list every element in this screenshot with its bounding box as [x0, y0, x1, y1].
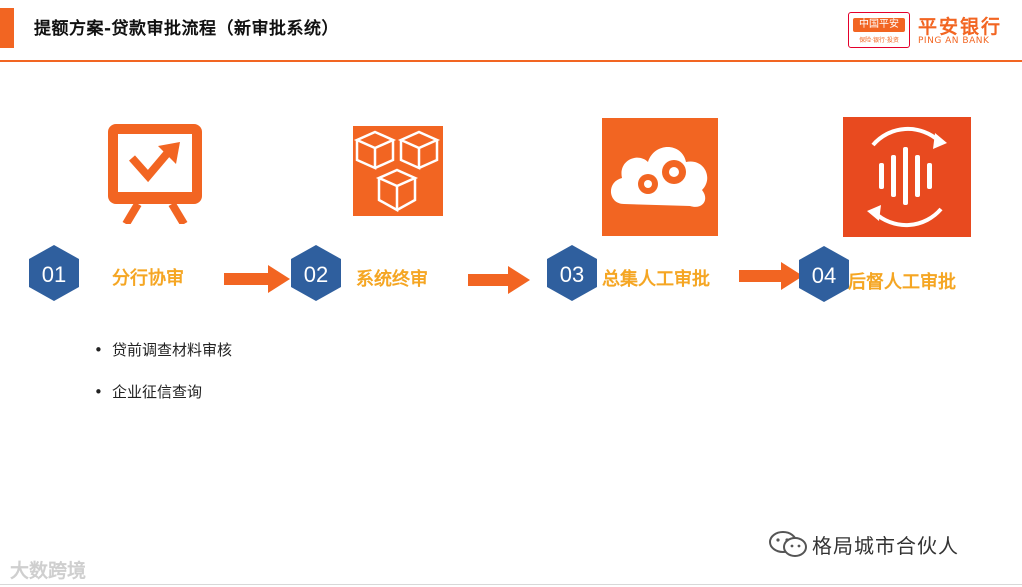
page-title: 提额方案-贷款审批流程（新审批系统） [34, 19, 340, 39]
flow-arrow-3 [739, 262, 803, 290]
watermark-right-text: 格局城市合伙人 [812, 534, 959, 558]
logo-emblem-box: 中国平安 保险·银行·投资 [848, 12, 910, 48]
flow-arrow-1 [224, 265, 290, 293]
header-accent-bar [0, 8, 14, 48]
step-4-badge: 04 [799, 246, 849, 302]
logo-english: PING AN BANK [918, 36, 990, 46]
watermark-left: 大数跨境 [10, 560, 87, 582]
step-1-number: 01 [42, 262, 66, 287]
ping-an-bank-logo: 中国平安 保险·银行·投资 平安银行 PING AN BANK [848, 12, 1014, 48]
wechat-icon [769, 531, 807, 557]
step-4-number: 04 [812, 263, 836, 288]
step-4-label: 后督人工审批 [848, 272, 956, 293]
bullet-item: 企业征信查询 [92, 382, 232, 424]
step-3-badge: 03 [547, 245, 597, 301]
step-2-label: 系统终审 [356, 269, 428, 290]
bottom-divider [0, 584, 1022, 585]
step-2-number: 02 [304, 262, 328, 287]
watermark-right: 格局城市合伙人 [768, 528, 998, 558]
step-1-label: 分行协审 [112, 268, 184, 289]
logo-box-text: 中国平安 [853, 18, 905, 32]
cloud-gears-icon [602, 118, 718, 236]
logo-box-subtext: 保险·银行·投资 [859, 37, 899, 44]
step-2-badge: 02 [291, 245, 341, 301]
audio-refresh-icon [843, 117, 971, 237]
bullet-list: 贷前调查材料审核 企业征信查询 [92, 340, 232, 424]
presentation-arrow-icon [108, 124, 202, 224]
header-divider [0, 60, 1022, 62]
flow-arrow-2 [468, 266, 530, 294]
step-1-badge: 01 [29, 245, 79, 301]
logo-name: 平安银行 [918, 16, 1003, 38]
step-3-label: 总集人工审批 [602, 269, 710, 290]
step-3-number: 03 [560, 262, 584, 287]
cubes-icon [353, 126, 443, 216]
bullet-item: 贷前调查材料审核 [92, 340, 232, 382]
